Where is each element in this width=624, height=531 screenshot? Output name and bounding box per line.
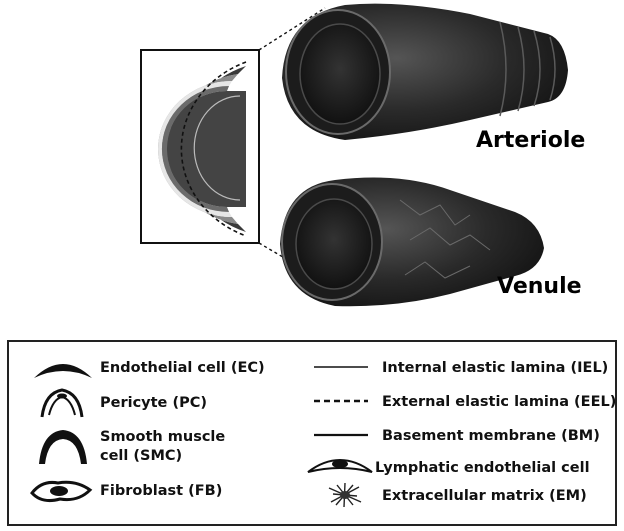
venule-label: Venule	[497, 274, 582, 299]
pericyte-icon	[39, 387, 85, 419]
legend-endothelial-cell: Endothelial cell (EC)	[100, 360, 265, 377]
fibroblast-icon	[28, 476, 94, 506]
legend-smooth-muscle-cell-line1: Smooth muscle	[100, 429, 225, 446]
arteriole-label: Arteriole	[476, 128, 585, 153]
solid-thin-line-icon	[312, 364, 370, 370]
arteriole-illustration	[282, 4, 568, 140]
legend-internal-elastic-lamina: Internal elastic lamina (IEL)	[382, 360, 608, 377]
extracellular-matrix-icon	[327, 482, 363, 508]
dashed-line-icon	[312, 398, 370, 404]
legend-smooth-muscle-cell-line2: cell (SMC)	[100, 448, 182, 465]
smooth-muscle-cell-icon	[36, 428, 90, 466]
legend-box: Endothelial cell (EC) Pericyte (PC) Smoo…	[7, 340, 617, 526]
legend-fibroblast: Fibroblast (FB)	[100, 483, 222, 500]
cross-section-inset	[141, 50, 259, 243]
endothelial-cell-icon	[32, 356, 94, 382]
lymphatic-endothelial-cell-icon	[305, 452, 375, 478]
legend-external-elastic-lamina: External elastic lamina (EEL)	[382, 394, 616, 411]
legend-extracellular-matrix: Extracellular matrix (EM)	[382, 488, 587, 505]
legend-pericyte: Pericyte (PC)	[100, 395, 207, 412]
legend-lymphatic-endothelial-cell: Lymphatic endothelial cell	[375, 460, 590, 477]
solid-line-icon	[312, 432, 370, 438]
legend-basement-membrane: Basement membrane (BM)	[382, 428, 600, 445]
